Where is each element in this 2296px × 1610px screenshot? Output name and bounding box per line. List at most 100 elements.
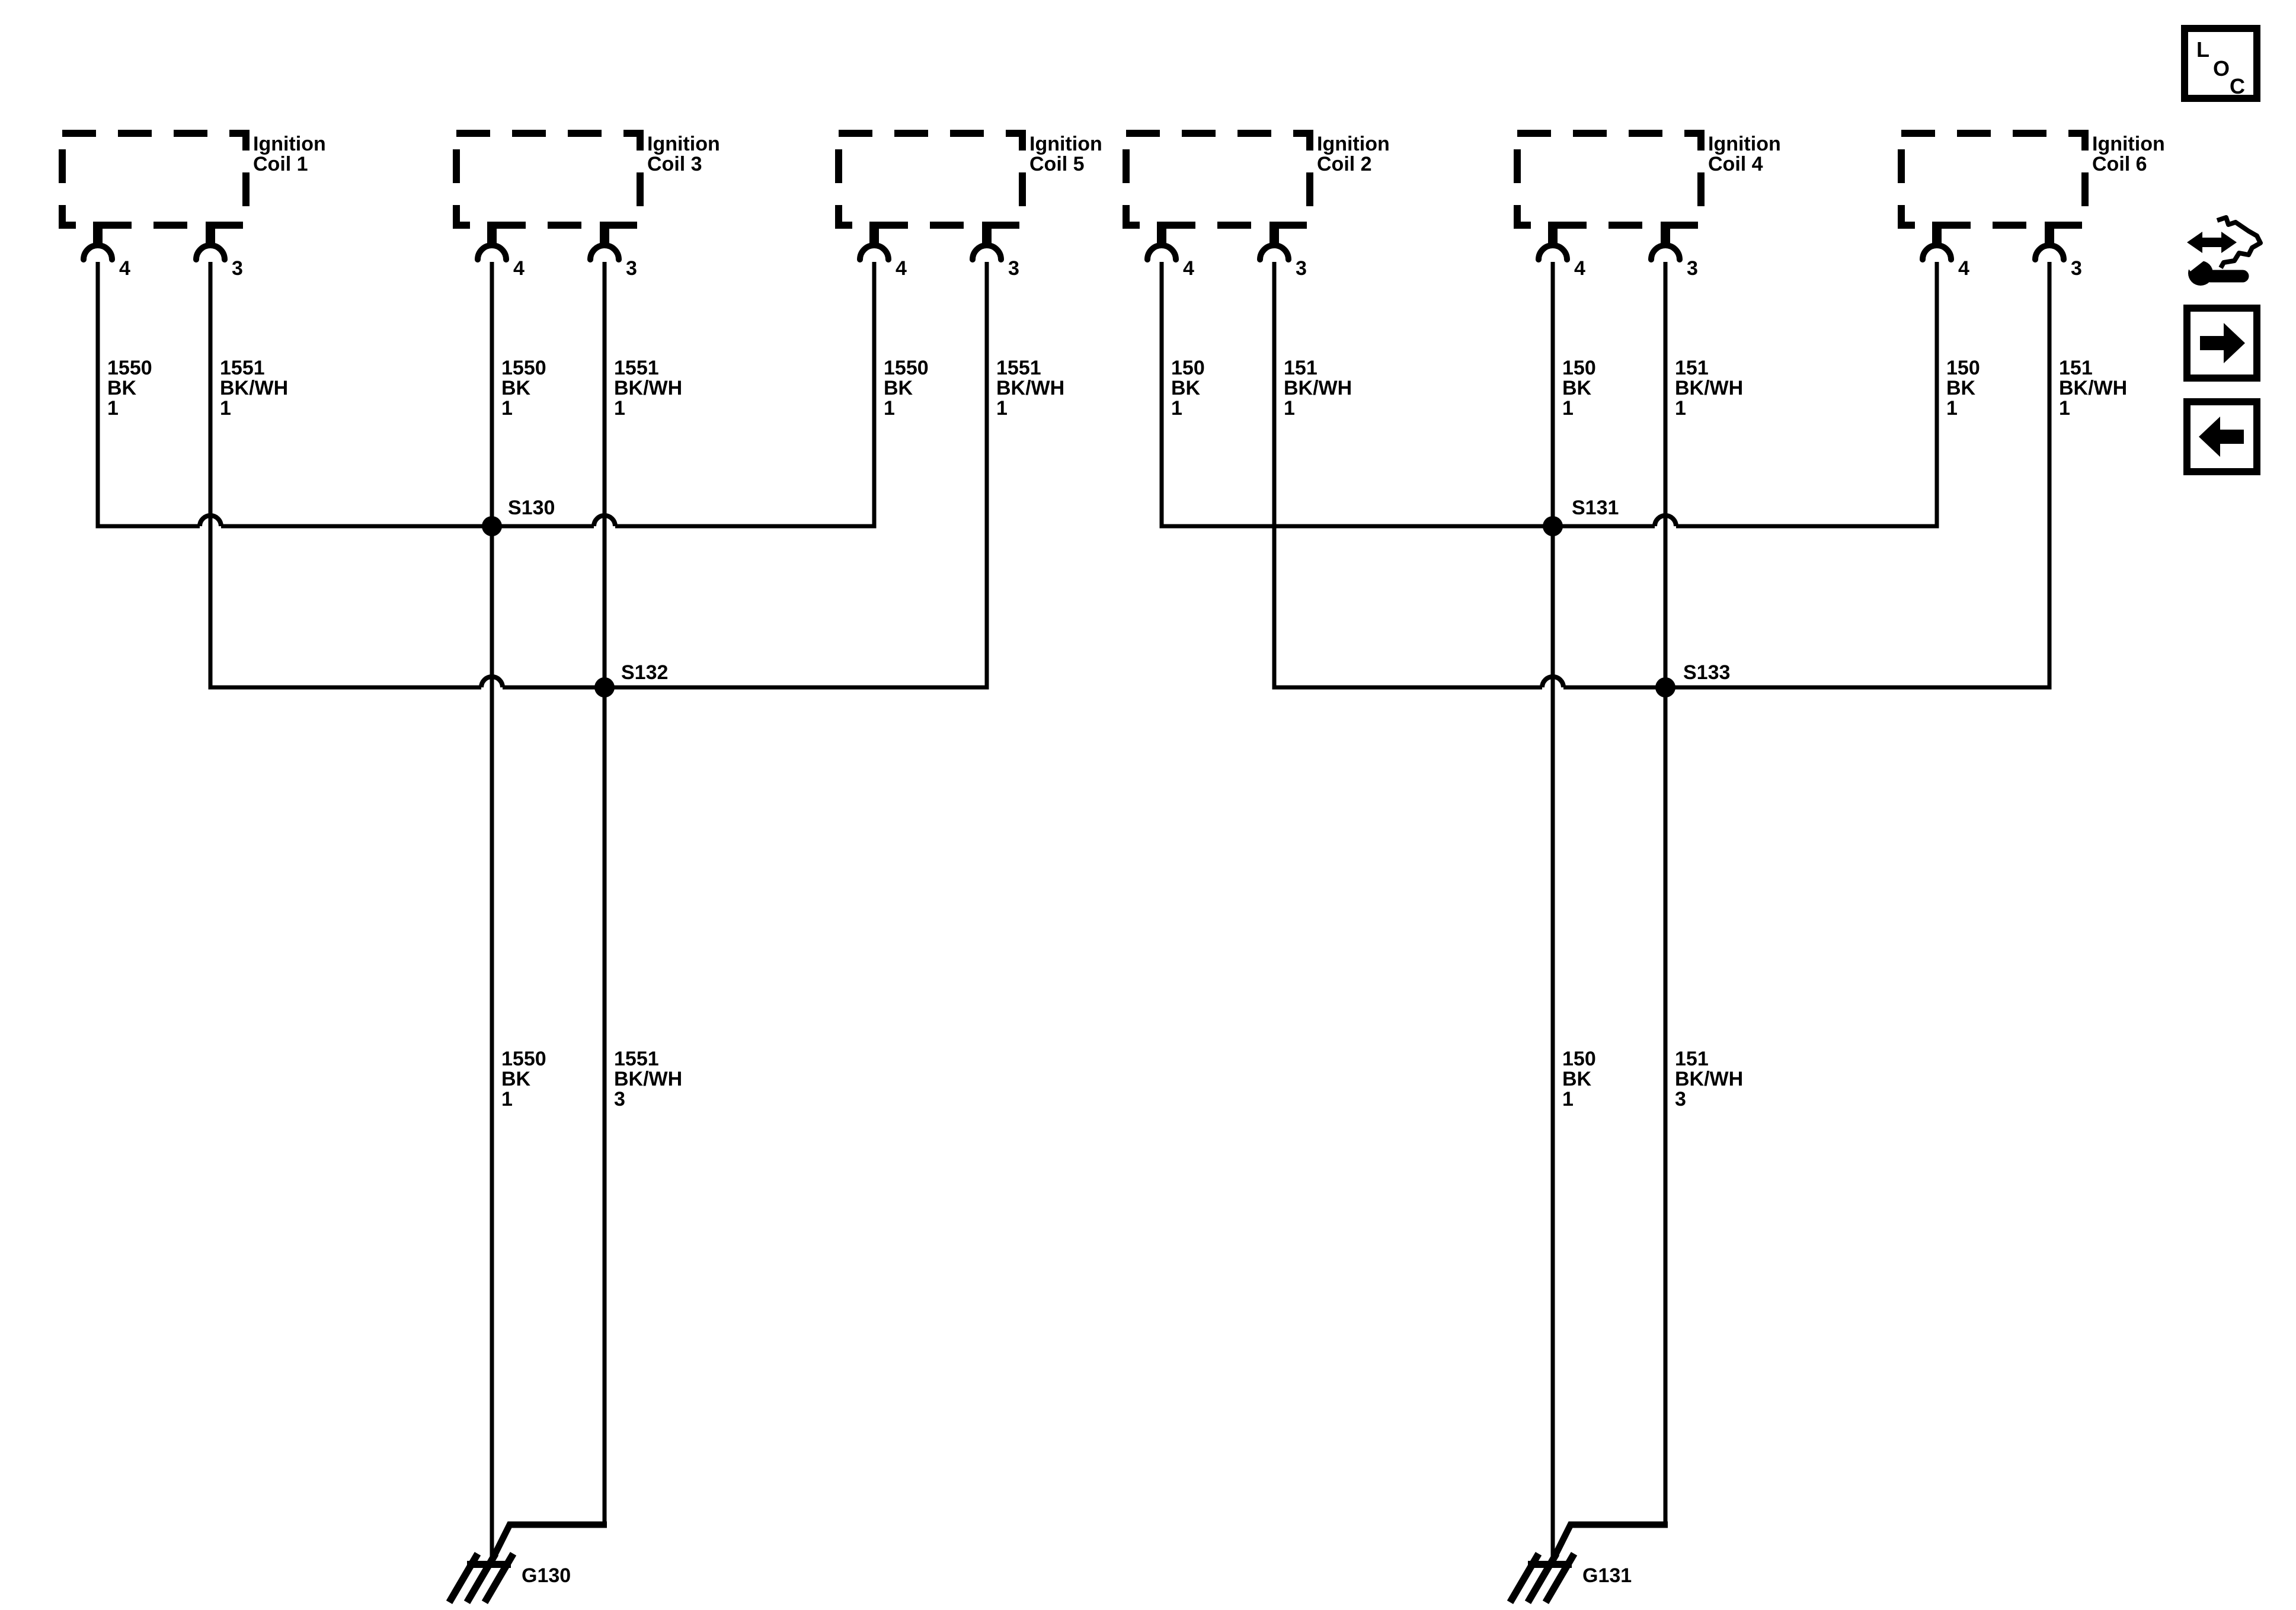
svg-text:1: 1 (1562, 397, 1574, 420)
svg-text:BK/WH: BK/WH (2059, 377, 2127, 399)
ground-g131-icon (1507, 1551, 1578, 1605)
ignition-coil-6: Ignition Coil 6 4 3 150 BK 1 151 BK/WH 1 (1898, 130, 2165, 420)
wire-label: 1550 BK 1 1551 BK/WH 1 (501, 357, 682, 420)
coil-name: Coil 4 (1708, 153, 1763, 175)
pin-stub (1548, 222, 1558, 244)
svg-text:150: 150 (1171, 357, 1205, 379)
wire-1551-coil1 (208, 262, 481, 690)
loc-box (2181, 25, 2260, 102)
pin-number: 3 (626, 257, 637, 280)
pin-stub (1661, 222, 1670, 244)
wire-1550-coil1 (95, 262, 200, 529)
pin-number: 4 (513, 257, 525, 280)
coil-name: Coil 3 (647, 153, 702, 175)
coil-name: Coil 6 (2092, 153, 2147, 175)
pin-number: 4 (1183, 257, 1194, 280)
coil-name: Coil 5 (1029, 153, 1085, 175)
back-nav-button[interactable] (2183, 398, 2260, 475)
svg-text:BK/WH: BK/WH (1675, 1068, 1743, 1090)
pin-number: 4 (1958, 257, 1969, 280)
trunk-wire-1551-to-ground (488, 1521, 607, 1564)
forward-button-box[interactable] (2183, 305, 2260, 382)
svg-text:151: 151 (1675, 357, 1709, 379)
splice-label: S130 (508, 497, 555, 519)
pin-number: 4 (1574, 257, 1585, 280)
wire-label: 150 BK 1 151 BK/WH 1 (1562, 357, 1743, 420)
loc-letter: O (2213, 56, 2230, 81)
pin-stub (869, 222, 879, 244)
svg-text:BK: BK (107, 377, 137, 399)
svg-text:BK/WH: BK/WH (996, 377, 1064, 399)
svg-text:1: 1 (614, 397, 625, 420)
pin-stub (1269, 222, 1279, 244)
svg-text:1: 1 (501, 397, 513, 420)
wire-label: 150 BK 1 151 BK/WH 1 (1171, 357, 1352, 420)
ground-label: G131 (1582, 1564, 1632, 1587)
pin-number: 3 (1008, 257, 1019, 280)
coil-box (835, 130, 1026, 229)
service-info-icon (2185, 215, 2263, 286)
svg-text:1: 1 (1675, 397, 1686, 420)
pin-number: 4 (896, 257, 907, 280)
ground-label: G130 (522, 1564, 571, 1587)
loc-badge: L O C (2181, 25, 2260, 102)
splice-label: S133 (1683, 661, 1730, 684)
pin-stub (2045, 222, 2054, 244)
arrow-left-icon (2199, 417, 2244, 457)
coil-name: Coil 2 (1317, 153, 1372, 175)
svg-text:1550: 1550 (501, 1048, 546, 1070)
wire-1551-coil5 (503, 262, 989, 690)
svg-text:1: 1 (996, 397, 1008, 420)
terminal-cup-icon (857, 242, 891, 263)
svg-text:BK: BK (1946, 377, 1976, 399)
wire-label: 150 BK 1 151 BK/WH 1 (1946, 357, 2127, 420)
pin-number: 3 (1296, 257, 1307, 280)
svg-text:BK: BK (1562, 1068, 1592, 1090)
coil-box (453, 130, 644, 229)
coil-box (1898, 130, 2089, 229)
wire-150-coil2 (1159, 262, 1655, 529)
right-bank-wiring: S131 S133 150 BK 1 151 BK/WH 3 G131 (1159, 262, 2052, 1605)
pin-stub (487, 222, 497, 244)
wrench-icon (2185, 254, 2249, 286)
terminal-cup-icon (1257, 242, 1291, 263)
coil-box (1123, 130, 1313, 229)
terminal-cup-icon (2032, 242, 2067, 263)
pin-stub (1157, 222, 1166, 244)
forward-nav-button[interactable] (2183, 305, 2260, 382)
terminal-cup-icon (587, 242, 622, 263)
pin-stub (1932, 222, 1942, 244)
ground-g130-icon (446, 1551, 517, 1605)
svg-text:3: 3 (1675, 1088, 1686, 1110)
two-way-arrow-icon (2187, 232, 2237, 253)
arrow-right-icon (2200, 323, 2245, 363)
svg-text:BK/WH: BK/WH (1284, 377, 1352, 399)
ignition-coil-2: Ignition Coil 2 4 3 150 BK 1 151 BK/WH 1 (1123, 130, 1390, 420)
terminal-cup-icon (970, 242, 1004, 263)
coil-name: Coil 1 (253, 153, 308, 175)
ignition-coil-1: Ignition Coil 1 4 3 1550 BK 1 1551 BK/WH… (59, 130, 326, 420)
svg-text:BK: BK (1171, 377, 1201, 399)
svg-text:BK: BK (1562, 377, 1592, 399)
terminal-cup-icon (1144, 242, 1179, 263)
terminal-cup-icon (1536, 242, 1570, 263)
terminal-cup-icon (193, 242, 228, 263)
terminal-cup-icon (81, 242, 115, 263)
svg-text:1: 1 (1171, 397, 1182, 420)
svg-text:BK/WH: BK/WH (220, 377, 288, 399)
wire-151-coil6 (1563, 262, 2052, 690)
terminal-cup-icon (1648, 242, 1683, 263)
svg-text:1: 1 (1284, 397, 1295, 420)
loc-letter: L (2196, 37, 2209, 62)
pin-number: 3 (232, 257, 243, 280)
back-button-box[interactable] (2183, 398, 2260, 475)
pin-stub (982, 222, 992, 244)
svg-text:1550: 1550 (884, 357, 929, 379)
svg-text:150: 150 (1562, 357, 1596, 379)
svg-text:1551: 1551 (220, 357, 265, 379)
svg-text:1: 1 (884, 397, 895, 420)
terminal-cup-icon (475, 242, 509, 263)
svg-text:BK: BK (884, 377, 913, 399)
trunk-wire-151-to-ground (1549, 1521, 1668, 1564)
